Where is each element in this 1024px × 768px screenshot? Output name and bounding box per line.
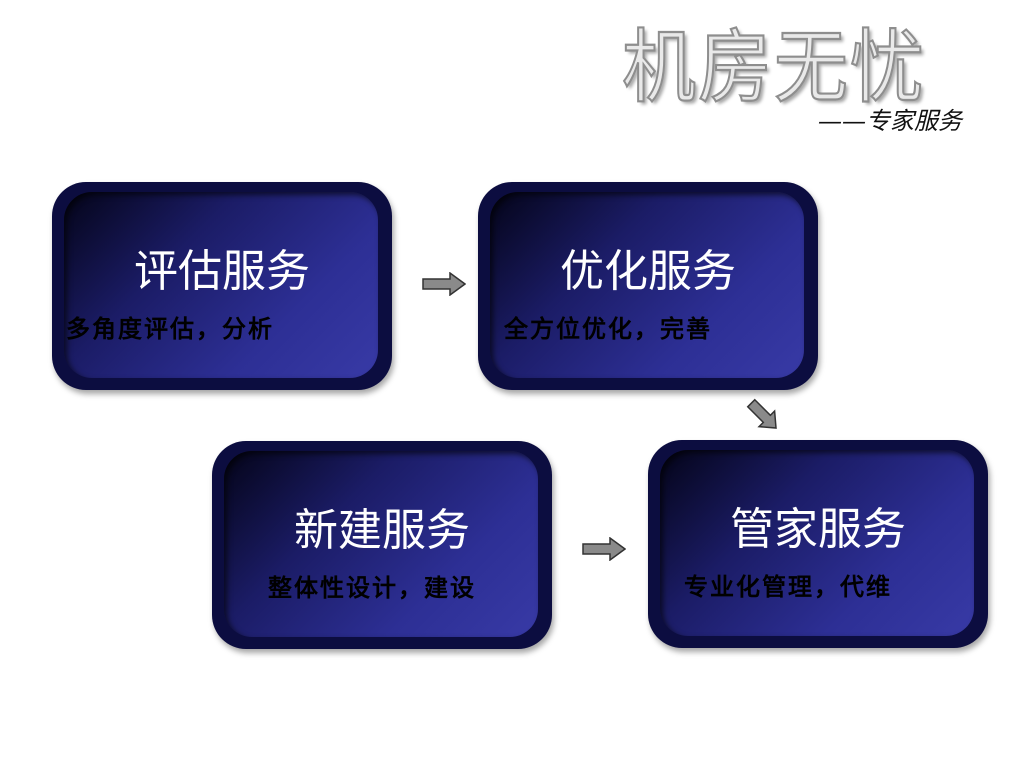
- optimize-service-card: 优化服务 全方位优化，完善: [478, 182, 818, 390]
- card-name: 优化服务: [560, 246, 736, 297]
- card-face: [64, 192, 378, 378]
- manage-service-card: 管家服务 专业化管理，代维: [648, 440, 988, 648]
- card-face: [490, 192, 804, 378]
- card-description: 专业化管理，代维: [684, 572, 892, 601]
- page-subtitle: ——专家服务: [818, 107, 962, 135]
- card-description: 全方位优化，完善: [504, 314, 712, 343]
- right-arrow-icon: [582, 537, 626, 561]
- card-face: [224, 451, 538, 637]
- card-description: 多角度评估，分析: [66, 314, 274, 343]
- card-name: 管家服务: [730, 504, 906, 555]
- card-face: [660, 450, 974, 636]
- assess-service-card: 评估服务 多角度评估，分析: [52, 182, 392, 390]
- down-right-arrow-icon: [746, 398, 782, 434]
- build-service-card: 新建服务 整体性设计，建设: [212, 441, 552, 649]
- card-name: 新建服务: [294, 505, 470, 556]
- page-title: 机房无忧: [621, 20, 926, 115]
- card-name: 评估服务: [134, 246, 310, 297]
- card-description: 整体性设计，建设: [268, 573, 476, 602]
- right-arrow-icon: [422, 272, 466, 296]
